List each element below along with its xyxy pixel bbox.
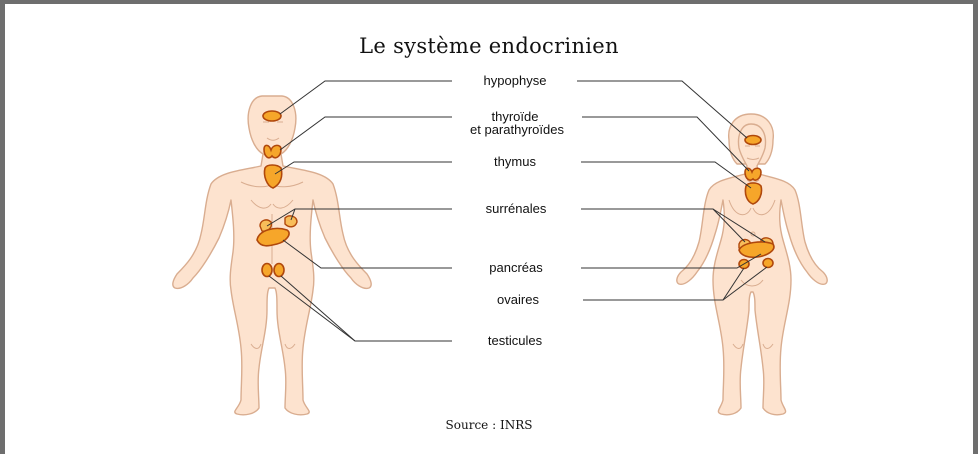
male-thyroide [264, 145, 281, 157]
label-thymus: thymus [494, 154, 536, 169]
gland-labels: hypophyse thyroïde et parathyroïdes thym… [470, 73, 564, 348]
label-hypophyse: hypophyse [484, 73, 547, 88]
male-figure [173, 96, 371, 415]
label-ovaires: ovaires [497, 292, 539, 307]
male-testicule-right [274, 264, 284, 277]
female-ovaire-right [763, 259, 773, 268]
male-testicule-left [262, 264, 272, 277]
endocrine-diagram: hypophyse thyroïde et parathyroïdes thym… [5, 4, 973, 454]
male-hypophyse [263, 111, 281, 121]
label-pancreas: pancréas [489, 260, 543, 275]
label-surrenales: surrénales [486, 201, 547, 216]
female-hypophyse [745, 136, 761, 145]
female-figure [677, 114, 827, 415]
label-thyroide-line2: et parathyroïdes [470, 122, 564, 137]
label-testicules: testicules [488, 333, 543, 348]
female-body [677, 124, 827, 415]
figure-source: Source : INRS [5, 418, 973, 432]
